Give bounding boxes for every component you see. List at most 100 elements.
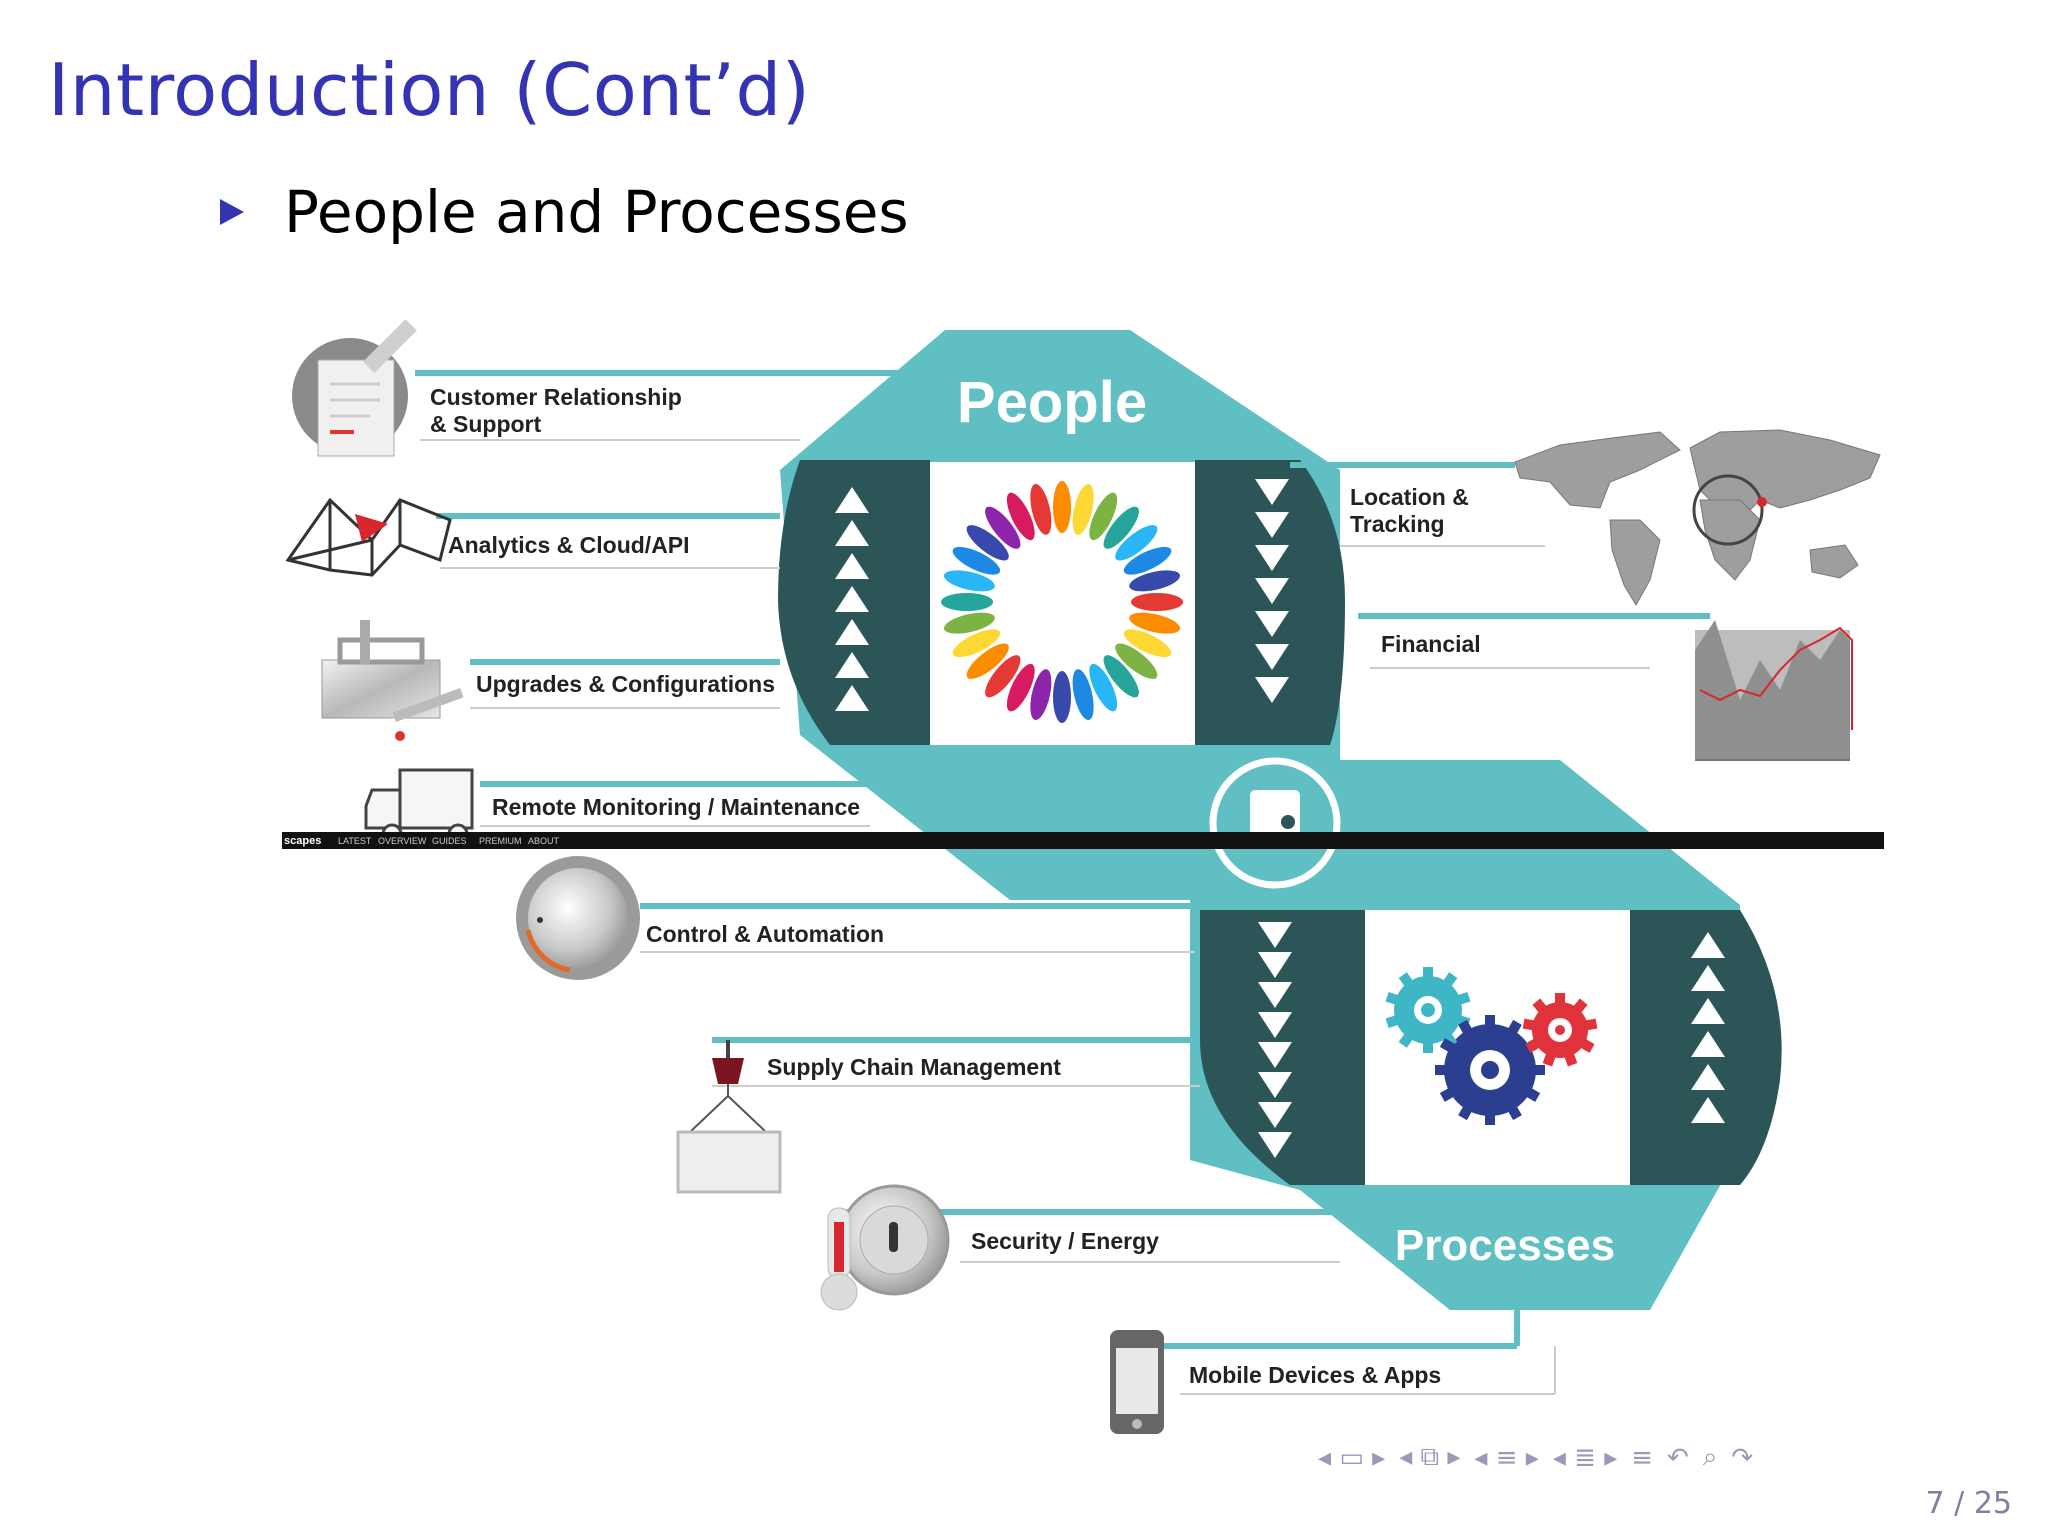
- gear-tooth: [1485, 1113, 1495, 1125]
- person-figure-icon: [952, 546, 1001, 575]
- arrow-icon: [1255, 611, 1289, 637]
- control-knob-icon: [516, 856, 640, 980]
- arrow-icon: [1255, 644, 1289, 670]
- nav-toc-icon[interactable]: ≡: [1631, 1442, 1654, 1473]
- arrow-icon: [835, 619, 869, 645]
- gear-tooth: [1583, 1018, 1598, 1031]
- label-location-line1: Location &: [1350, 484, 1469, 510]
- person-figure-icon: [1131, 593, 1183, 611]
- gear-tooth: [1385, 991, 1401, 1006]
- gear-tooth: [1458, 1019, 1473, 1036]
- overlay-item-1: LATEST: [338, 836, 372, 846]
- person-figure-icon: [943, 570, 995, 592]
- person-figure-icon: [1129, 570, 1181, 592]
- person-figure-icon: [1089, 663, 1118, 712]
- analytics-network-icon: [285, 497, 452, 577]
- gear-tooth: [1385, 1014, 1401, 1029]
- label-analytics: Analytics & Cloud/API: [448, 532, 690, 558]
- world-map-icon: [1514, 429, 1881, 606]
- nav-section-icon[interactable]: ◂ ≡ ▸: [1474, 1442, 1539, 1473]
- processes-label: Processes: [1395, 1221, 1615, 1270]
- gear-tooth: [1439, 1087, 1456, 1102]
- undo-icon[interactable]: ↶: [1667, 1442, 1689, 1473]
- person-figure-icon: [1103, 655, 1139, 698]
- page-number: 7 / 25: [1925, 1486, 2012, 1521]
- arrow-icon: [1255, 677, 1289, 703]
- overlay-item-3: GUIDES: [432, 836, 467, 846]
- label-control: Control & Automation: [646, 921, 884, 947]
- nav-frame-icon[interactable]: ◂ ▭ ▸: [1318, 1442, 1386, 1473]
- arrow-icon: [835, 652, 869, 678]
- gear-tooth: [1507, 1019, 1522, 1036]
- label-upgrades: Upgrades & Configurations: [476, 671, 775, 697]
- overlay-item-2: OVERVIEW: [378, 836, 427, 846]
- people-right-panel: [1195, 460, 1345, 745]
- nav-slide-icon[interactable]: ◂ ⧉ ▸: [1399, 1442, 1461, 1472]
- gear-tooth: [1423, 967, 1433, 979]
- arrow-icon: [1691, 965, 1725, 991]
- person-figure-icon: [1006, 492, 1035, 541]
- label-crm-line1: Customer Relationship: [430, 384, 682, 410]
- label-financial: Financial: [1381, 631, 1481, 657]
- arrow-icon: [835, 487, 869, 513]
- person-figure-icon: [1053, 481, 1071, 533]
- gear-tooth: [1522, 1018, 1537, 1031]
- nav-subsection-icon[interactable]: ◂ ≣ ▸: [1552, 1442, 1618, 1473]
- gear-tooth: [1533, 1065, 1545, 1075]
- person-figure-icon: [1030, 483, 1052, 535]
- gear-tooth: [1458, 1104, 1473, 1121]
- crane-hook-icon: [676, 1040, 782, 1194]
- connector-icon: [1209, 757, 1341, 889]
- beamer-navigation: ◂ ▭ ▸ ◂ ⧉ ▸ ◂ ≡ ▸ ◂ ≣ ▸ ≡ ↶ ⌕ ↷: [1318, 1442, 1753, 1473]
- overlay-item-4: PREMIUM: [479, 836, 522, 846]
- person-figure-icon: [941, 593, 993, 611]
- flow-arrows: [835, 479, 1725, 1158]
- arrow-icon: [1258, 922, 1292, 948]
- people-label: People: [957, 370, 1147, 435]
- redo-icon[interactable]: ↷: [1731, 1442, 1754, 1473]
- gear-tooth: [1398, 1032, 1414, 1048]
- person-figure-icon: [966, 525, 1009, 561]
- person-figure-icon: [1053, 671, 1071, 723]
- gear-tooth: [1524, 1087, 1541, 1102]
- mobile-phone-icon: [1110, 1330, 1164, 1434]
- gear-tooth: [1572, 998, 1588, 1015]
- gear-tooth: [1423, 1041, 1433, 1053]
- arrow-icon: [1258, 1072, 1292, 1098]
- label-supply: Supply Chain Management: [767, 1054, 1061, 1080]
- arrow-icon: [1691, 1097, 1725, 1123]
- arrow-icon: [835, 586, 869, 612]
- people-ring-icon: [941, 481, 1183, 723]
- gears-icon: [1385, 967, 1598, 1125]
- bullet-item: People and Processes: [220, 178, 909, 246]
- gear-tooth: [1398, 972, 1414, 988]
- search-icon[interactable]: ⌕: [1702, 1442, 1718, 1472]
- person-figure-icon: [1115, 643, 1158, 679]
- person-figure-icon: [1129, 612, 1181, 634]
- bullet-arrow-icon: [220, 199, 244, 225]
- gear-tooth: [1579, 1038, 1595, 1053]
- bullet-text: People and Processes: [284, 178, 909, 246]
- lock-thermometer-icon: [820, 1184, 950, 1311]
- person-figure-icon: [966, 643, 1009, 679]
- person-figure-icon: [952, 629, 1001, 658]
- person-figure-icon: [943, 612, 995, 634]
- arrow-icon: [1691, 1031, 1725, 1057]
- person-figure-icon: [1123, 629, 1172, 658]
- connector-lines: [415, 370, 1710, 1349]
- arrow-icon: [835, 553, 869, 579]
- overlay-item-5: ABOUT: [528, 836, 560, 846]
- arrow-icon: [1258, 1012, 1292, 1038]
- label-remote: Remote Monitoring / Maintenance: [492, 794, 860, 820]
- arrow-icon: [1255, 512, 1289, 538]
- person-figure-icon: [1030, 669, 1052, 721]
- person-figure-icon: [985, 655, 1021, 698]
- person-figure-icon: [1089, 492, 1118, 541]
- person-figure-icon: [1103, 506, 1139, 549]
- label-location-line2: Tracking: [1350, 511, 1445, 537]
- arrow-icon: [1258, 982, 1292, 1008]
- arrow-icon: [1258, 1042, 1292, 1068]
- arrow-icon: [835, 520, 869, 546]
- arrow-icon: [1255, 479, 1289, 505]
- person-figure-icon: [1123, 546, 1172, 575]
